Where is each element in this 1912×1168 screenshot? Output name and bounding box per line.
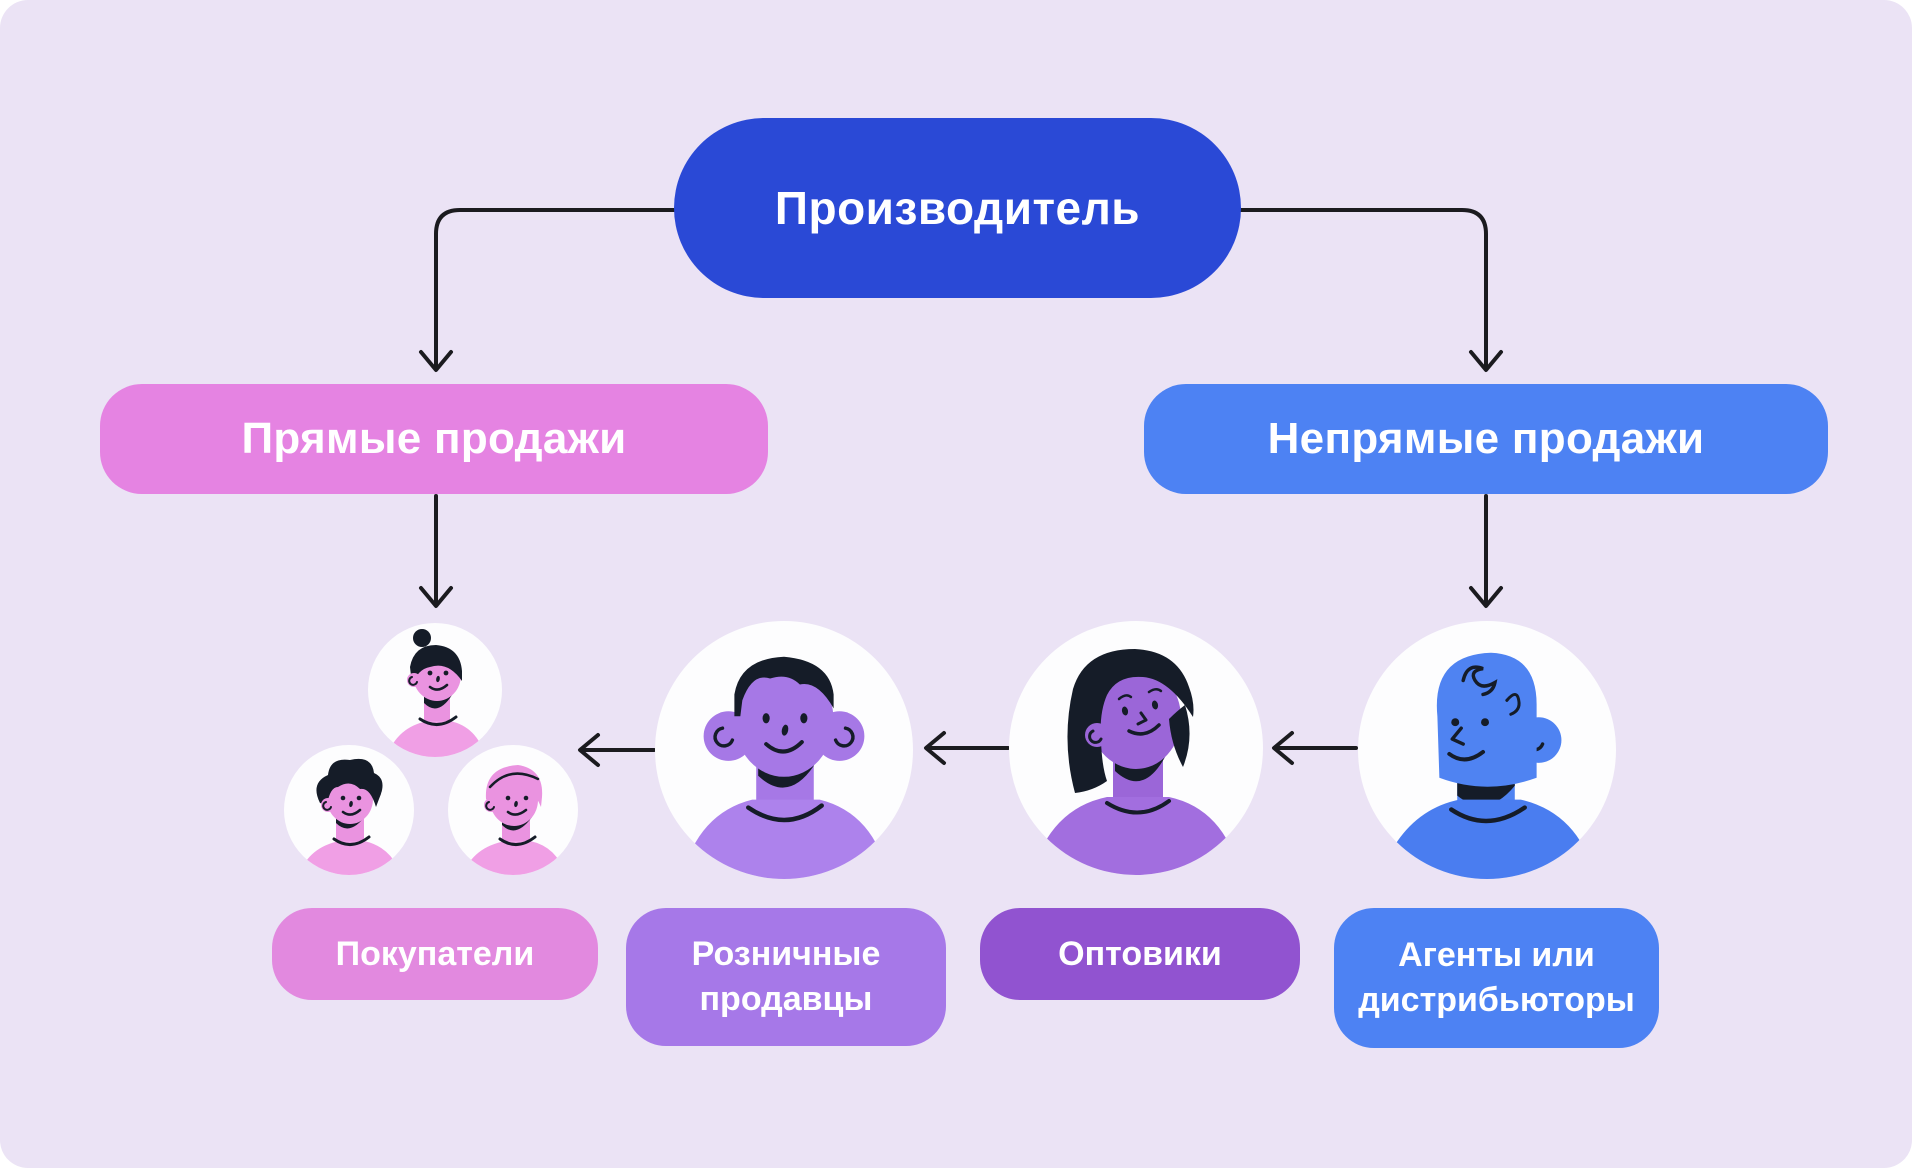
blue-man-avatar-icon	[1358, 621, 1616, 879]
arrowhead-down-agents	[1469, 586, 1503, 608]
arrowhead-left-buyers	[578, 733, 600, 767]
avatar-buyer-bun	[368, 623, 502, 757]
node-agents: Агенты или дистрибьюторы	[1334, 908, 1659, 1048]
node-producer: Производитель	[674, 118, 1241, 298]
node-wholesalers: Оптовики	[980, 908, 1300, 1000]
curly-haired-person-avatar-icon	[284, 745, 414, 875]
node-direct-sales: Прямые продажи	[100, 384, 768, 494]
arrowhead-down-direct	[419, 350, 453, 372]
avatar-buyer-pink-hair	[448, 745, 578, 875]
node-agents-label: Агенты или дистрибьюторы	[1358, 936, 1635, 1019]
arrowhead-left-wholesalers	[1272, 731, 1294, 765]
arrowhead-down-indirect	[1469, 350, 1503, 372]
node-direct-sales-label: Прямые продажи	[241, 414, 627, 463]
edge-producer-direct	[434, 208, 676, 370]
avatar-wholesaler	[1009, 621, 1263, 875]
avatar-agent	[1358, 621, 1616, 879]
node-buyers: Покупатели	[272, 908, 598, 1000]
node-retailers-label: Розничные продавцы	[691, 935, 881, 1018]
node-buyers-label: Покупатели	[335, 934, 535, 973]
node-wholesalers-label: Оптовики	[1058, 934, 1222, 973]
purple-woman-avatar-icon	[1009, 621, 1263, 875]
avatar-buyer-curly	[284, 745, 414, 875]
node-producer-label: Производитель	[774, 182, 1141, 234]
arrowhead-down-buyers	[419, 586, 453, 608]
node-indirect-sales-label: Непрямые продажи	[1267, 414, 1705, 463]
purple-person-avatar-icon	[655, 621, 913, 879]
person-with-bun-avatar-icon	[368, 623, 502, 757]
pink-haired-person-avatar-icon	[448, 745, 578, 875]
avatar-retailer	[655, 621, 913, 879]
arrowhead-left-retailers	[924, 731, 946, 765]
edge-producer-indirect	[1239, 208, 1488, 370]
node-retailers: Розничные продавцы	[626, 908, 946, 1046]
node-indirect-sales: Непрямые продажи	[1144, 384, 1828, 494]
